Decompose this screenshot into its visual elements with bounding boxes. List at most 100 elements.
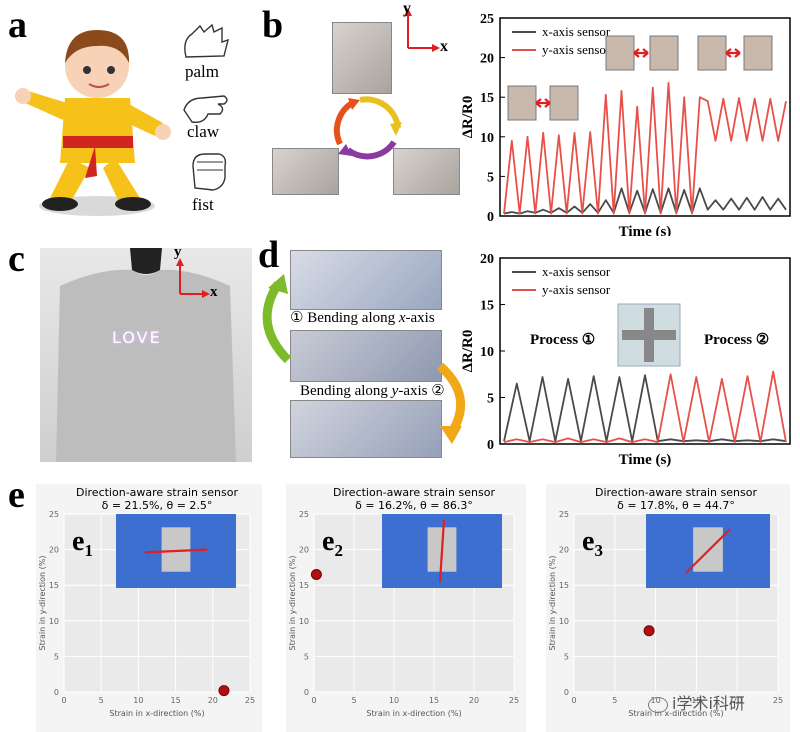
gesture-photo-2 — [605, 35, 635, 71]
x-tick-label: 10 — [389, 696, 399, 705]
x-tick-label: 25 — [773, 696, 783, 705]
panel-label-c: c — [8, 238, 25, 280]
boy-illustration — [15, 30, 171, 216]
x-axis-label: Time (s) — [619, 224, 672, 236]
data-point-0 — [643, 625, 655, 637]
axis-x-label-c: x — [210, 284, 218, 300]
y-tick-label: 10 — [480, 345, 494, 360]
bending-photo-3 — [290, 400, 442, 458]
cycle-arrows — [333, 96, 402, 160]
x-tick-label: 0 — [61, 696, 66, 705]
hand-photo-top — [332, 22, 392, 94]
chart-subtitle: δ = 17.8%, θ = 44.7° — [617, 499, 735, 512]
y-tick-label: 20 — [480, 52, 494, 67]
y-tick-label: 5 — [54, 652, 59, 661]
y-tick-label: 25 — [480, 12, 494, 27]
axis-x-label-b: x — [440, 38, 448, 55]
y-axis-label: Strain in y-direction (%) — [548, 555, 557, 650]
y-tick-label: 15 — [299, 581, 309, 590]
x-tick-label: 0 — [311, 696, 316, 705]
hand-photo-left — [272, 148, 339, 195]
legend-entry-0: x-axis sensor — [542, 24, 611, 39]
y-tick-label: 25 — [559, 510, 569, 519]
y-tick-label: 15 — [480, 299, 494, 314]
orange-arrow — [436, 362, 465, 444]
y-tick-label: 5 — [564, 652, 569, 661]
y-tick-label: 15 — [480, 91, 494, 106]
x-tick-label: 10 — [133, 696, 143, 705]
y-tick-label: 0 — [564, 688, 569, 697]
series-line-1 — [503, 370, 787, 444]
shirt-led-text: LOVE — [112, 328, 162, 347]
strain-direction-arrow — [685, 528, 731, 574]
gesture-photo-0 — [507, 85, 537, 121]
y-tick-label: 5 — [304, 652, 309, 661]
data-point-0 — [310, 569, 322, 581]
y-tick-label: 0 — [54, 688, 59, 697]
gesture-palm: palm — [185, 62, 219, 81]
x-tick-label: 25 — [245, 696, 255, 705]
data-point-0 — [218, 685, 230, 697]
legend-entry-0: x-axis sensor — [542, 264, 611, 279]
strain-direction-arrow — [438, 519, 446, 583]
panel-label-d: d — [258, 234, 280, 276]
sub-panel-label: e2 — [322, 526, 343, 560]
y-tick-label: 0 — [304, 688, 309, 697]
y-tick-label: 10 — [559, 617, 569, 626]
bending-photo-2 — [290, 330, 442, 382]
y-tick-label: 25 — [49, 510, 59, 519]
y-tick-label: 0 — [487, 438, 494, 453]
axis-y-label-c: y — [174, 244, 182, 260]
x-tick-label: 5 — [351, 696, 356, 705]
y-tick-label: 15 — [559, 581, 569, 590]
gesture-photo-3 — [649, 35, 679, 71]
hand-photo-right — [393, 148, 460, 195]
double-arrow-icon-1 — [633, 48, 649, 58]
y-tick-label: 0 — [487, 210, 494, 225]
sensor-strip-h — [622, 330, 676, 340]
y-tick-label: 10 — [49, 617, 59, 626]
y-tick-label: 15 — [49, 581, 59, 590]
x-tick-label: 25 — [509, 696, 519, 705]
chart-title: Direction-aware strain sensor — [333, 486, 495, 499]
x-tick-label: 0 — [571, 696, 576, 705]
gesture-photo-4 — [697, 35, 727, 71]
chart-title: Direction-aware strain sensor — [76, 486, 238, 499]
y-tick-label: 20 — [559, 546, 569, 555]
strain-direction-arrow — [144, 548, 208, 554]
wechat-icon — [648, 696, 668, 713]
series-line-0 — [503, 374, 787, 443]
gesture-photo-1 — [549, 85, 579, 121]
x-tick-label: 20 — [208, 696, 218, 705]
x-tick-label: 15 — [171, 696, 181, 705]
claw-hand-icon — [183, 95, 228, 124]
fist-hand-icon — [192, 153, 227, 191]
double-arrow-icon-0 — [535, 98, 551, 108]
gesture-fist: fist — [192, 195, 214, 214]
x-axis-label: Time (s) — [619, 452, 672, 468]
tshirt-photo: LOVE — [40, 248, 252, 462]
panel-label-a: a — [8, 4, 27, 46]
x-axis-label: Strain in x-direction (%) — [366, 709, 461, 718]
axis-xy-icon — [404, 8, 440, 52]
sub-panel-label: e1 — [72, 526, 93, 560]
sub-panel-label: e3 — [582, 526, 603, 560]
step-2-label: Bending along y-axis ② — [300, 383, 445, 399]
x-axis-label: Strain in x-direction (%) — [628, 709, 723, 718]
panel-label-b: b — [262, 4, 284, 46]
axis-xy-icon-c — [176, 258, 210, 298]
step-1-label: ① Bending along x-axis — [290, 310, 435, 326]
y-tick-label: 20 — [480, 252, 494, 267]
y-tick-label: 25 — [299, 510, 309, 519]
legend-entry-1: y-axis sensor — [542, 282, 611, 297]
y-tick-label: 10 — [480, 131, 494, 146]
y-tick-label: 10 — [299, 617, 309, 626]
process-1-label: Process ① — [530, 332, 595, 348]
y-axis-label: Strain in y-direction (%) — [288, 555, 297, 650]
y-tick-label: 20 — [49, 546, 59, 555]
gesture-photo-5 — [743, 35, 773, 71]
process-2-label: Process ② — [704, 332, 769, 348]
